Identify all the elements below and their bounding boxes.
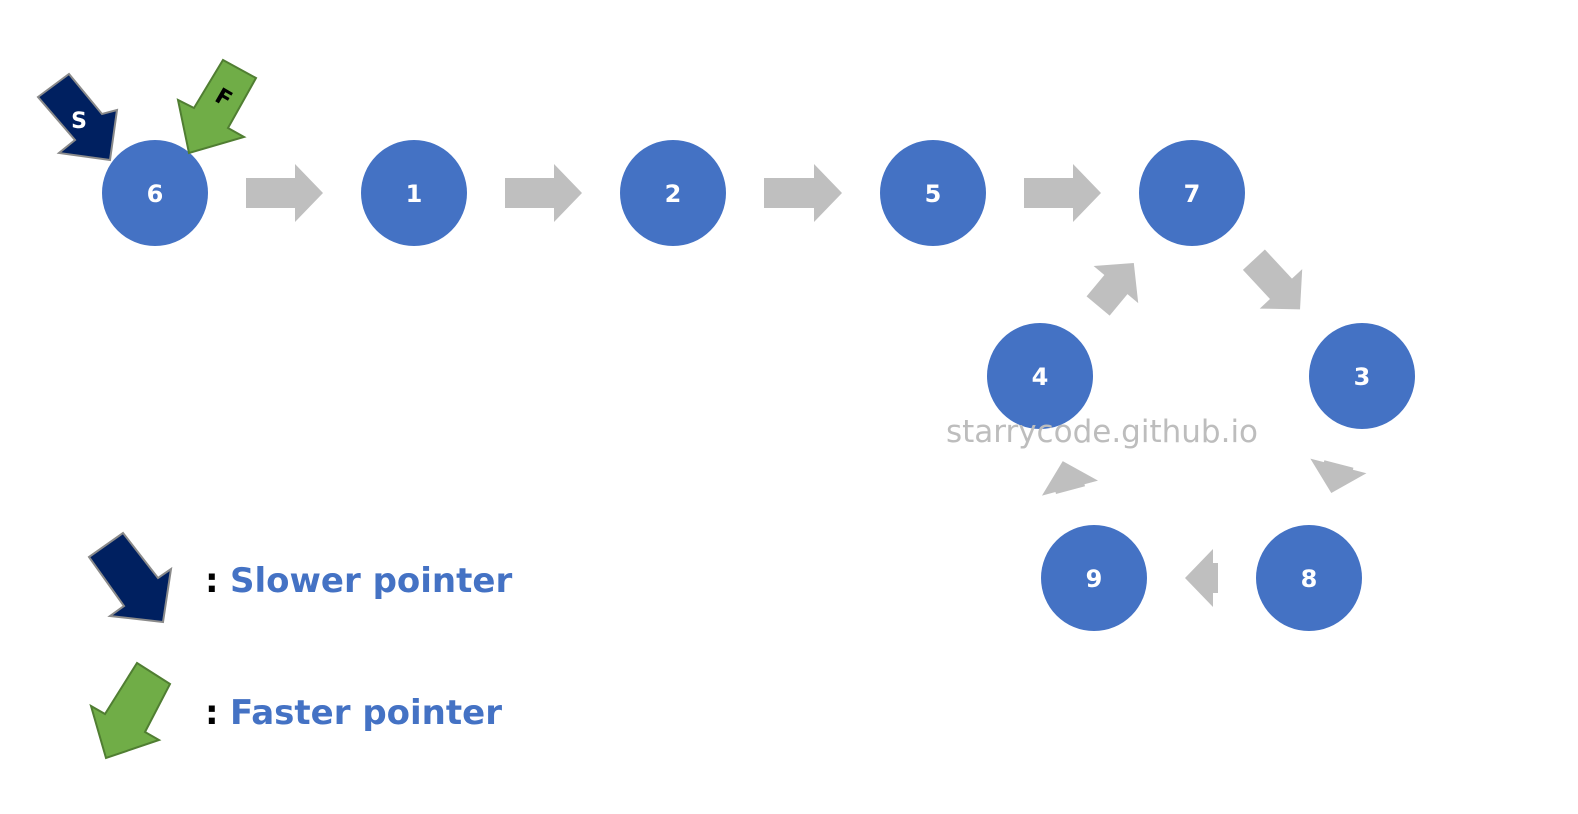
arrow-9-to-4 — [1041, 461, 1098, 496]
node-1: 1 — [361, 140, 467, 246]
arrow-2-to-5 — [764, 164, 842, 222]
slow-pointer: S — [36, 72, 119, 162]
watermark: starrycode.github.io — [946, 414, 1258, 450]
slow-pointer-arrow-icon — [36, 72, 119, 162]
legend-fast-label: Faster pointer — [230, 693, 502, 733]
node-3: 3 — [1309, 323, 1415, 429]
node-label: 1 — [406, 180, 423, 208]
node-circle — [102, 140, 208, 246]
node-circle — [1041, 525, 1147, 631]
node-label: 9 — [1086, 565, 1103, 593]
connector-arrows — [246, 164, 1367, 607]
arrow-1-to-2 — [505, 164, 582, 222]
node-7: 7 — [1139, 140, 1245, 246]
arrow-3-to-8 — [1310, 458, 1367, 494]
slow-pointer-letter: S — [71, 109, 87, 134]
fast-pointer-arrow-icon — [176, 58, 258, 155]
node-label: 3 — [1354, 363, 1371, 391]
node-label: 6 — [147, 180, 164, 208]
legend-fast: : Faster pointer — [89, 661, 502, 760]
node-circle — [880, 140, 986, 246]
node-circle — [987, 323, 1093, 429]
legend-fast-arrow-icon — [89, 661, 172, 760]
node-label: 7 — [1184, 180, 1201, 208]
arrow-6-to-1 — [246, 164, 323, 222]
node-label: 8 — [1301, 565, 1318, 593]
node-circle — [620, 140, 726, 246]
node-2: 2 — [620, 140, 726, 246]
node-circle — [1256, 525, 1362, 631]
legend-slow-colon: : — [205, 561, 219, 601]
list-nodes: 6 1 2 5 7 3 8 9 4 — [102, 140, 1415, 631]
node-circle — [1139, 140, 1245, 246]
node-4: 4 — [987, 323, 1093, 429]
arrow-5-to-7 — [1024, 164, 1101, 222]
legend: : Slower pointer : Faster pointer — [87, 531, 512, 760]
fast-pointer: F — [176, 58, 258, 155]
node-label: 2 — [665, 180, 682, 208]
node-9: 9 — [1041, 525, 1147, 631]
node-6: 6 — [102, 140, 208, 246]
legend-fast-colon: : — [205, 693, 219, 733]
legend-slow-label: Slower pointer — [230, 561, 512, 601]
node-8: 8 — [1256, 525, 1362, 631]
arrow-7-to-3 — [1242, 249, 1303, 310]
node-label: 5 — [925, 180, 942, 208]
legend-slow-arrow-icon — [87, 531, 173, 624]
arrow-8-to-9 — [1185, 549, 1218, 607]
node-5: 5 — [880, 140, 986, 246]
node-circle — [1309, 323, 1415, 429]
node-label: 4 — [1032, 363, 1049, 391]
arrow-4-to-7 — [1086, 263, 1139, 316]
node-circle — [361, 140, 467, 246]
legend-slow: : Slower pointer — [87, 531, 512, 624]
